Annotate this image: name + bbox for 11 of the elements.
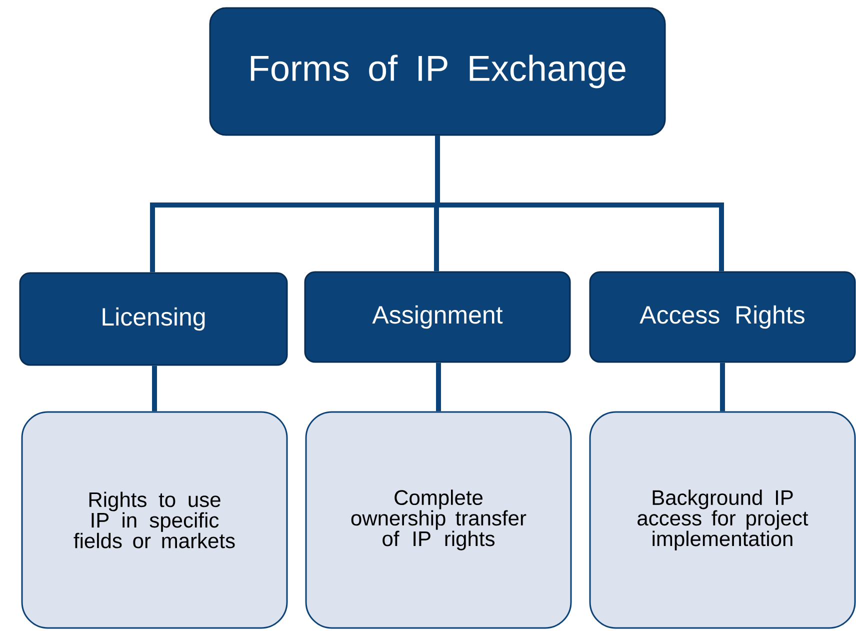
connector-line xyxy=(720,362,725,412)
description-box: Rights to use IP in specific fields or markets xyxy=(21,411,288,629)
description-box: Background IP access for project implementation xyxy=(589,411,856,629)
description-box: Complete ownership transfer of IP rights xyxy=(305,411,572,629)
connector-line xyxy=(436,362,441,412)
connector-line xyxy=(435,136,724,272)
connector-line xyxy=(152,366,157,412)
title-box: Forms of IP Exchange xyxy=(209,7,666,136)
category-box: Licensing xyxy=(19,272,288,366)
category-box: Assignment xyxy=(304,271,571,363)
category-box: Access Rights xyxy=(589,271,856,363)
